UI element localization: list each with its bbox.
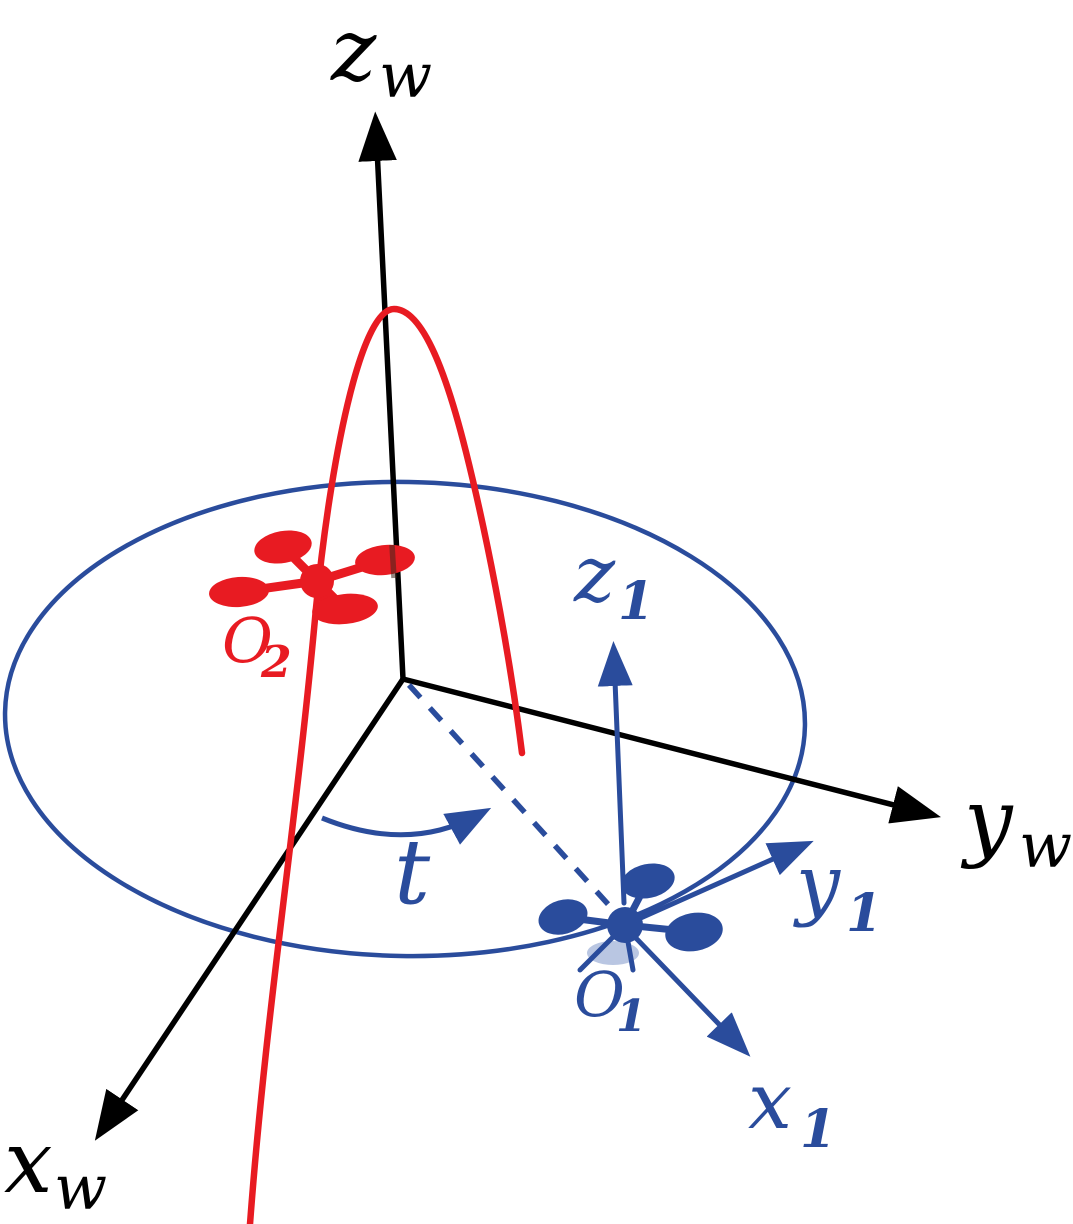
drone-rotor [254, 530, 312, 564]
drone-rotor [209, 576, 269, 608]
label-origin-2: O [222, 604, 273, 677]
drone-rotor [621, 863, 675, 899]
drone-body [300, 564, 334, 598]
drone-rotor [538, 899, 588, 935]
world-z-axis-overlap [389, 544, 397, 579]
label-world-z: z [330, 1, 377, 101]
label-world-x: x [4, 1113, 53, 1213]
label-origin-1: O [574, 958, 625, 1031]
label-origin-1-sub: 1 [616, 991, 647, 1042]
label-world-y: y [960, 771, 1014, 871]
angle-t-arc [321, 807, 492, 845]
label-angle-t: t [394, 820, 431, 925]
label-world-x-sub: w [54, 1151, 107, 1224]
drone-rotor [665, 912, 723, 952]
world-y-axis [400, 676, 941, 824]
world-x-axis [94, 676, 406, 1141]
drone-rotor [355, 544, 415, 576]
circular-trajectory-ellipse [2, 479, 808, 959]
label-body-x-sub: 1 [800, 1099, 836, 1160]
drone-rotor [312, 593, 378, 625]
label-world-z-sub: w [379, 39, 432, 112]
label-body-y-sub: 1 [846, 883, 882, 944]
parabolic-trajectory-curve [246, 305, 526, 1224]
label-body-y: y [793, 839, 841, 929]
body-x-axis [630, 932, 751, 1057]
origin-to-drone-dashed-line [406, 683, 620, 916]
body-frame-axes [597, 641, 814, 1057]
label-origin-2-sub: 2 [260, 637, 292, 688]
world-frame-axes [94, 111, 941, 1141]
red-drone-icon [209, 530, 415, 625]
body-z-axis [597, 641, 633, 906]
label-body-z: z [573, 530, 616, 620]
label-body-x: x [748, 1057, 792, 1147]
label-body-z-sub: 1 [618, 571, 654, 632]
world-z-axis [358, 111, 406, 682]
blue-drone-icon [538, 863, 723, 973]
label-world-y-sub: w [1019, 809, 1072, 882]
body-y-axis [631, 840, 814, 924]
labels: z w y w x w z 1 y 1 x 1 O 1 O 2 t [4, 1, 1072, 1224]
